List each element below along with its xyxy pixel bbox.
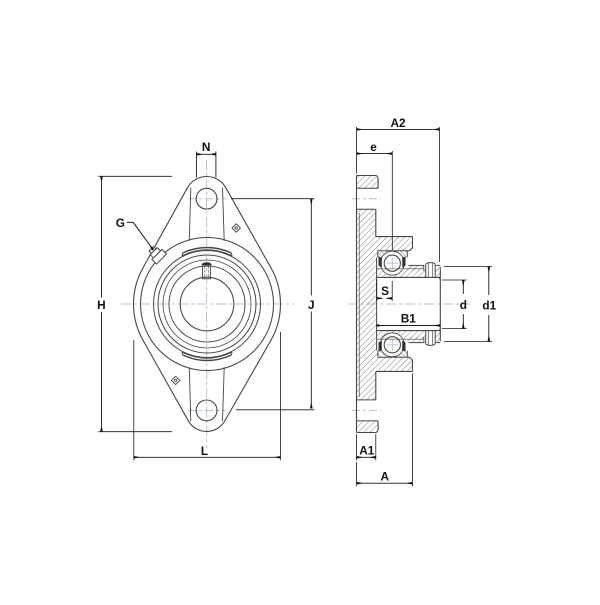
svg-text:B1: B1	[401, 312, 417, 326]
svg-text:G: G	[116, 216, 125, 230]
svg-text:J: J	[308, 298, 315, 312]
svg-text:A1: A1	[359, 444, 375, 458]
svg-text:H: H	[97, 298, 106, 312]
svg-text:N: N	[202, 140, 211, 154]
svg-text:A: A	[381, 470, 390, 484]
svg-text:d1: d1	[482, 298, 496, 312]
svg-text:L: L	[201, 444, 208, 458]
svg-text:d: d	[460, 298, 467, 312]
svg-text:S: S	[381, 284, 389, 298]
svg-text:e: e	[370, 140, 377, 154]
svg-text:A2: A2	[390, 116, 406, 130]
